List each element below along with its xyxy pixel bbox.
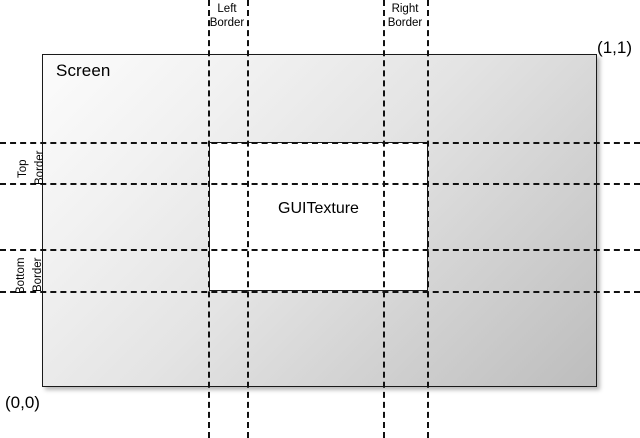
guide-line-right-border-outer (427, 0, 429, 438)
coordinate-label-bottom-left: (0,0) (5, 393, 40, 412)
guide-line-bottom-border-outer (0, 291, 640, 293)
guide-line-top-border-inner (0, 183, 640, 185)
label-right-border-line1: Right (391, 3, 419, 15)
label-top-border-line2: Border (34, 150, 46, 185)
guide-line-top-border-outer (0, 142, 640, 144)
label-bottom-border-line2: Border (32, 257, 44, 292)
label-right-border-line2: Border (387, 17, 423, 29)
guitexture-label: GUITexture (278, 200, 359, 217)
guitexture-rectangle (209, 142, 428, 291)
label-top-border-line1: Top (17, 159, 29, 178)
coordinate-label-top-right: (1,1) (597, 38, 632, 57)
guide-line-right-border-inner (383, 0, 385, 438)
label-left-border-line1: Left (217, 3, 237, 15)
guide-line-left-border-inner (247, 0, 249, 438)
label-right-border: Right Border (360, 2, 450, 30)
guide-line-bottom-border-inner (0, 249, 640, 251)
screen-label: Screen (56, 61, 111, 80)
label-left-border-line2: Border (209, 17, 245, 29)
guide-line-left-border-outer (208, 0, 210, 438)
label-left-border: Left Border (182, 2, 272, 30)
label-bottom-border-line1: Bottom (15, 257, 27, 294)
